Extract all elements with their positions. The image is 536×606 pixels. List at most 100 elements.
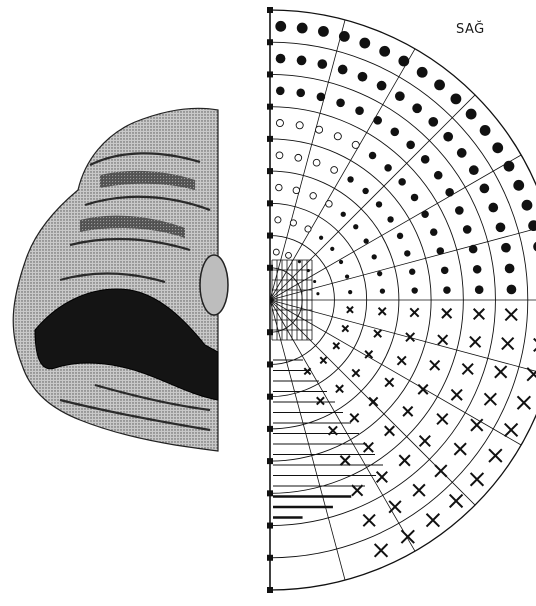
occipital-pole xyxy=(200,255,228,315)
filled-dot-mark xyxy=(347,176,353,182)
filled-dot-mark xyxy=(276,87,285,96)
cross-mark xyxy=(352,485,363,496)
cross-mark xyxy=(398,356,406,364)
filled-dot-mark xyxy=(298,260,301,263)
filled-dot-mark xyxy=(451,93,462,104)
open-circle-mark xyxy=(275,217,281,223)
cross-mark xyxy=(385,426,395,436)
meridian-tick xyxy=(267,361,273,367)
open-circle-mark xyxy=(295,154,302,161)
filled-dot-mark xyxy=(364,238,369,243)
meridian-tick xyxy=(267,587,273,593)
filled-dot-mark xyxy=(507,285,517,295)
meridian-tick xyxy=(267,394,273,400)
meridian-tick xyxy=(267,523,273,529)
cross-mark xyxy=(413,484,425,496)
filled-dot-mark xyxy=(513,180,524,191)
open-circle-mark xyxy=(331,167,338,174)
filled-dot-mark xyxy=(358,72,368,82)
filled-dot-mark xyxy=(336,98,345,107)
meridian-tick xyxy=(267,458,273,464)
filled-dot-mark xyxy=(390,127,399,136)
cross-mark xyxy=(377,472,388,483)
cross-mark xyxy=(342,325,348,331)
meridian-tick xyxy=(267,555,273,561)
filled-dot-mark xyxy=(473,265,482,274)
cross-mark xyxy=(454,443,466,455)
cross-mark xyxy=(505,424,518,437)
filled-dot-mark xyxy=(455,206,464,215)
open-circle-mark xyxy=(326,201,333,208)
filled-dot-mark xyxy=(341,212,346,217)
meridian-tick xyxy=(267,136,273,142)
filled-dot-mark xyxy=(355,106,364,115)
open-circle-mark xyxy=(273,249,279,255)
filled-dot-mark xyxy=(522,200,533,211)
filled-dot-mark xyxy=(317,59,327,69)
cross-mark xyxy=(420,436,431,447)
filled-dot-mark xyxy=(395,91,405,101)
open-circle-mark xyxy=(290,220,296,226)
filled-dot-mark xyxy=(488,203,498,213)
filled-dot-mark xyxy=(443,286,451,294)
cross-mark xyxy=(340,456,350,466)
meridian-tick xyxy=(267,39,273,45)
filled-dot-mark xyxy=(275,21,286,32)
cross-mark xyxy=(438,335,448,345)
filled-dot-mark xyxy=(406,141,415,150)
filled-dot-mark xyxy=(319,236,323,240)
cross-mark xyxy=(502,338,514,350)
cross-mark xyxy=(350,414,358,422)
open-circle-mark xyxy=(276,184,283,191)
open-circle-mark xyxy=(313,159,320,166)
filled-dot-mark xyxy=(380,289,385,294)
filled-dot-mark xyxy=(411,287,417,293)
meridian-tick xyxy=(267,233,273,239)
cross-mark xyxy=(505,309,517,321)
filled-dot-mark xyxy=(348,290,352,294)
filled-dot-mark xyxy=(463,225,472,234)
cross-mark xyxy=(304,368,310,374)
filled-dot-mark xyxy=(339,260,343,264)
filled-dot-mark xyxy=(504,161,515,172)
radial-spoke xyxy=(270,300,536,375)
meridian-tick xyxy=(267,7,273,13)
filled-dot-mark xyxy=(369,152,377,160)
filled-dot-mark xyxy=(398,56,409,67)
cross-mark xyxy=(489,449,502,462)
filled-dot-mark xyxy=(445,188,454,197)
filled-dot-mark xyxy=(409,269,415,275)
radial-spoke xyxy=(270,300,345,580)
open-circle-mark xyxy=(296,122,303,129)
meridian-tick xyxy=(267,168,273,174)
filled-dot-mark xyxy=(345,275,349,279)
cross-mark xyxy=(399,455,410,466)
filled-dot-mark xyxy=(411,194,419,202)
cross-mark xyxy=(485,393,497,405)
occipital-cortex-illustration xyxy=(13,108,228,451)
filled-dot-mark xyxy=(398,178,406,186)
filled-dot-mark xyxy=(372,254,377,259)
filled-dot-mark xyxy=(339,31,350,42)
cross-mark xyxy=(430,361,440,371)
cross-mark xyxy=(471,473,484,486)
open-circle-mark xyxy=(316,126,323,133)
filled-dot-mark xyxy=(437,247,445,255)
filled-dot-mark xyxy=(384,164,392,172)
side-label-right: SAĞ xyxy=(456,22,485,37)
cross-mark xyxy=(389,501,401,513)
cross-mark xyxy=(385,378,393,386)
filled-dot-mark xyxy=(276,54,286,64)
filled-dot-mark xyxy=(417,67,428,78)
filled-dot-mark xyxy=(377,271,382,276)
filled-dot-mark xyxy=(492,142,503,153)
cross-mark xyxy=(352,369,359,376)
filled-dot-mark xyxy=(362,188,368,194)
meridian-tick xyxy=(267,71,273,77)
filled-dot-mark xyxy=(428,117,438,127)
filled-dot-mark xyxy=(404,250,410,256)
filled-dot-mark xyxy=(421,211,429,219)
open-circle-mark xyxy=(334,133,341,140)
filled-dot-mark xyxy=(443,132,453,142)
